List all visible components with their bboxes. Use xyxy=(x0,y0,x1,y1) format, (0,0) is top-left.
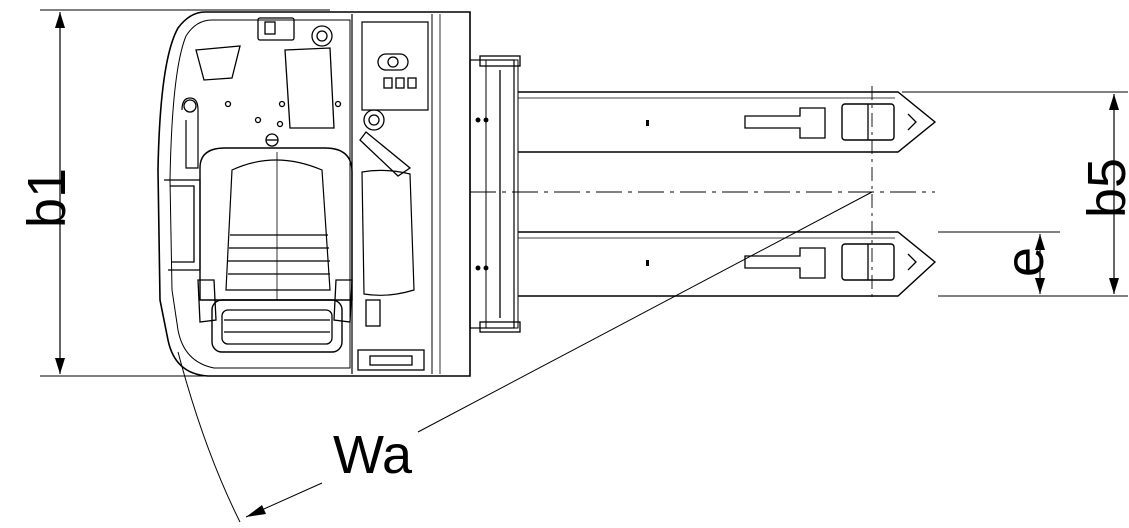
dimension-wa xyxy=(177,191,873,523)
dimension-b5 xyxy=(902,91,1128,297)
control-panel xyxy=(357,21,429,371)
dimension-b1 xyxy=(40,9,330,377)
dimension-e xyxy=(938,231,1060,294)
label-b1: b1 xyxy=(17,167,77,228)
truck-chassis xyxy=(157,11,471,377)
label-e: e xyxy=(995,246,1055,277)
operator-seat xyxy=(197,133,353,353)
center-line xyxy=(470,86,935,300)
label-wa: Wa xyxy=(333,425,412,485)
fork-carriage xyxy=(469,55,521,333)
fork-lower xyxy=(518,231,937,297)
label-b5: b5 xyxy=(1077,157,1129,218)
fork-upper xyxy=(518,91,937,153)
